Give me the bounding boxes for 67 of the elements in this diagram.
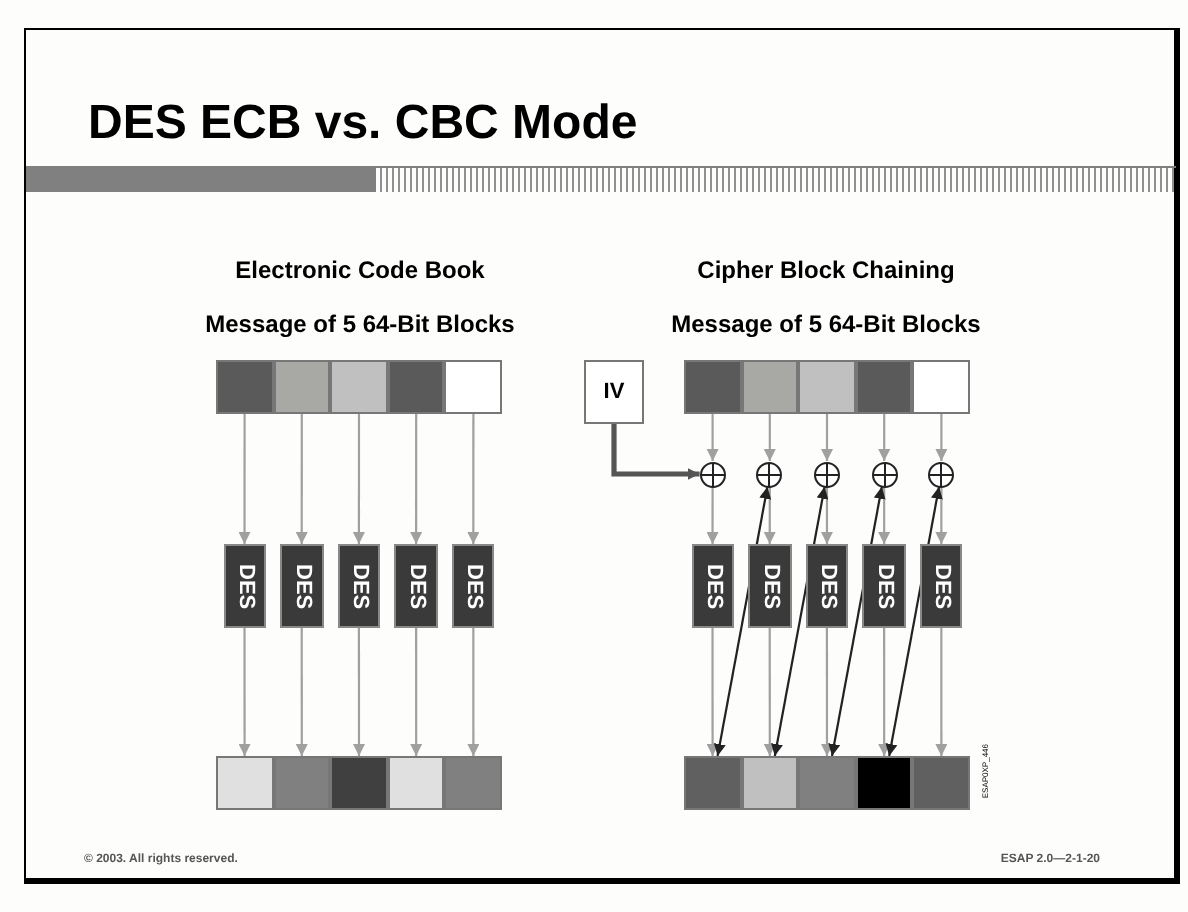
data-block	[798, 756, 856, 810]
data-block	[387, 756, 445, 810]
cipher-box: DES	[805, 544, 849, 628]
cipher-box: DES	[691, 544, 734, 628]
arrow	[611, 424, 700, 480]
section-heading: Electronic Code Book	[233, 254, 487, 288]
data-block	[273, 360, 331, 414]
section-heading: Cipher Block Chaining	[695, 254, 957, 288]
data-block	[912, 360, 970, 414]
arrow	[763, 487, 776, 544]
data-block	[684, 360, 742, 414]
cipher-box: DES	[748, 544, 792, 628]
data-block	[387, 360, 445, 414]
data-block	[798, 360, 856, 414]
xor-symbol	[871, 461, 898, 487]
arrow	[878, 487, 891, 544]
arrow	[467, 414, 480, 544]
arrow	[878, 414, 891, 461]
data-block	[330, 360, 388, 414]
subheading: Message of 5 64-Bit Blocks	[669, 308, 983, 342]
data-block	[330, 756, 388, 810]
data-block	[855, 360, 913, 414]
cipher-box: DES	[919, 544, 963, 628]
cipher-box: DES	[223, 544, 266, 628]
data-block	[216, 360, 274, 414]
cipher-box: DES	[337, 544, 381, 628]
arrow	[706, 487, 719, 544]
data-block	[912, 756, 970, 810]
subheading: Message of 5 64-Bit Blocks	[203, 308, 517, 342]
data-block	[216, 756, 274, 810]
cipher-box: DES	[862, 544, 906, 628]
arrow	[820, 487, 833, 544]
arrow	[467, 628, 480, 756]
arrow	[238, 414, 251, 544]
arrow	[352, 414, 365, 544]
arrow	[410, 628, 423, 756]
arrow	[935, 414, 948, 461]
title: DES ECB vs. CBC Mode	[88, 100, 638, 148]
arrow	[821, 628, 833, 756]
arrow	[935, 487, 948, 544]
iv-box: IV	[584, 360, 644, 424]
arrow	[295, 628, 308, 756]
xor-symbol	[928, 461, 955, 487]
arrow	[706, 414, 719, 461]
cipher-box: DES	[280, 544, 324, 628]
data-block	[273, 756, 331, 810]
arrow	[410, 414, 423, 544]
data-block	[741, 756, 799, 810]
arrow	[295, 414, 308, 544]
arrow	[353, 628, 365, 756]
arrow	[821, 414, 833, 461]
data-block	[444, 360, 502, 414]
arrow	[763, 628, 776, 756]
arrow	[763, 414, 776, 461]
data-block	[444, 756, 502, 810]
xor-symbol	[814, 461, 840, 487]
data-block	[855, 756, 913, 810]
arrow	[935, 628, 948, 756]
xor-symbol	[756, 461, 783, 487]
data-block	[741, 360, 799, 414]
cipher-box: DES	[394, 544, 438, 628]
xor-symbol	[699, 461, 726, 487]
arrow	[238, 628, 251, 756]
arrow	[706, 628, 719, 756]
cipher-box: DES	[451, 544, 495, 628]
data-block	[684, 756, 742, 810]
arrow	[878, 628, 891, 756]
